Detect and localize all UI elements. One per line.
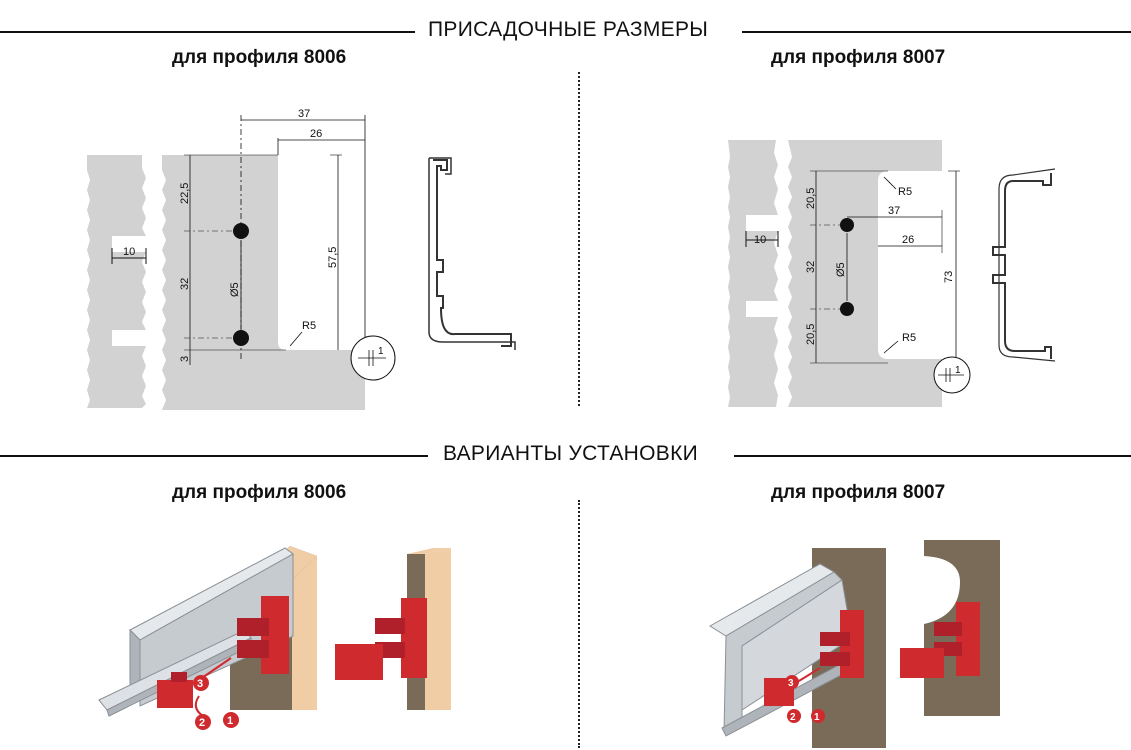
- panel-main: [162, 155, 365, 410]
- step-badge-3: [193, 675, 209, 691]
- step-badge-2: [787, 709, 801, 723]
- drill-hole-bottom: [233, 330, 249, 346]
- section-title-text: ПРИСАДОЧНЫЕ РАЗМЕРЫ: [416, 18, 721, 42]
- installation-illustration-8006: 3 2 1: [98, 546, 451, 730]
- dim-holes-label: 32: [179, 278, 191, 290]
- section-title-text: ВАРИАНТЫ УСТАНОВКИ: [431, 442, 711, 466]
- step-badge-3-label: 3: [788, 678, 794, 689]
- step-badge-2-label: 2: [199, 717, 205, 729]
- dim-diameter-label: Ø5: [835, 262, 847, 277]
- installation-illustration-8007: 3 2 1: [709, 540, 1000, 748]
- dotted-divider-bottom: [578, 500, 580, 748]
- panel-main: [788, 140, 942, 407]
- profile-outline-8007: [992, 168, 1056, 362]
- dim-height-label: 57,5: [327, 247, 339, 268]
- dim-width-inner-label: 26: [310, 128, 322, 140]
- step-badge-1-label: 1: [227, 715, 233, 727]
- dim-diameter-label: Ø5: [229, 282, 241, 297]
- step-badge-2-label: 2: [790, 712, 796, 723]
- subtitle-8006-installation: для профиля 8006: [172, 482, 347, 503]
- title-rule-right: [734, 455, 1131, 457]
- dim-slot-label: 10: [123, 246, 135, 258]
- title-rule-left: [0, 455, 428, 457]
- title-rule-right: [742, 31, 1131, 33]
- dim-bottom-label: 3: [179, 356, 191, 362]
- section-title-drilling: ПРИСАДОЧНЫЕ РАЗМЕРЫ: [0, 16, 1131, 46]
- title-rule-left: [0, 31, 415, 33]
- drill-hole-bottom: [840, 302, 854, 316]
- dim-width-inner-label: 26: [902, 234, 914, 246]
- drilling-drawing-8006: 10 37 26 22,5 32 3 Ø5 57,5 R5 1: [87, 108, 396, 410]
- step-badge-1: [223, 712, 239, 728]
- dim-top-label: 20,5: [805, 188, 817, 209]
- dim-detail-label: 1: [378, 346, 384, 357]
- step-badge-3-label: 3: [197, 678, 203, 690]
- dim-width-total-label: 37: [888, 205, 900, 217]
- dim-radius-top-label: R5: [898, 186, 912, 198]
- step-badge-3: [785, 675, 799, 689]
- panel-side-left: [728, 140, 778, 407]
- dim-holes-label: 32: [805, 261, 817, 273]
- profile-outline-8006: [428, 157, 516, 350]
- dim-bottom-label: 20,5: [805, 324, 817, 345]
- subtitle-8007-drilling: для профиля 8007: [771, 47, 946, 68]
- step-badge-1: [811, 709, 825, 723]
- dim-detail-label: 1: [955, 365, 961, 376]
- panel-side-left: [87, 155, 146, 408]
- subtitle-8007-installation: для профиля 8007: [771, 482, 946, 503]
- section-title-installation: ВАРИАНТЫ УСТАНОВКИ: [0, 440, 1131, 470]
- dim-slot-label: 10: [754, 234, 766, 246]
- dim-width-total-label: 37: [298, 108, 310, 120]
- dim-top-label: 22,5: [179, 183, 191, 204]
- subtitle-8006-drilling: для профиля 8006: [172, 47, 347, 68]
- drill-hole-top: [840, 218, 854, 232]
- dim-height-label: 73: [943, 271, 955, 283]
- drilling-drawing-8007: 10 20,5 32 20,5 Ø5 37 26 73 R5 R5 1: [728, 140, 971, 407]
- dotted-divider-top: [578, 72, 580, 406]
- step-badge-2: [195, 714, 211, 730]
- drill-hole-top: [233, 223, 249, 239]
- dim-radius-bottom-label: R5: [902, 332, 916, 344]
- step-badge-1-label: 1: [814, 712, 820, 723]
- dim-radius-label: R5: [302, 320, 316, 332]
